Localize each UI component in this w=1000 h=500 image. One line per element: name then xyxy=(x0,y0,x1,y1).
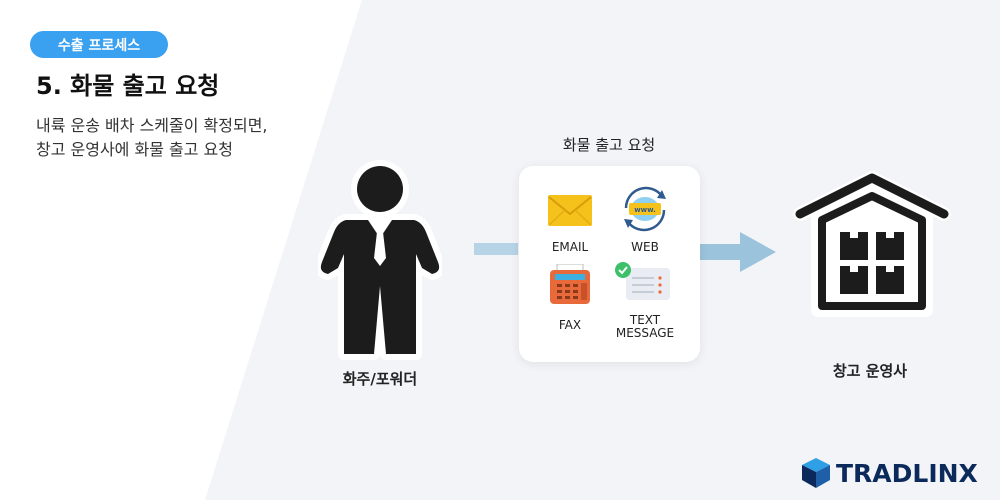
channel-web: www. WEB xyxy=(610,186,680,254)
channel-email: EMAIL xyxy=(535,192,605,254)
channel-label: FAX xyxy=(558,318,582,332)
request-channels-card: EMAIL www. WEB FAX xyxy=(519,166,700,362)
page-title: 5. 화물 출고 요청 xyxy=(36,72,220,100)
envelope-icon xyxy=(548,195,592,226)
channel-label: EMAIL xyxy=(551,240,589,254)
arrow-right-icon xyxy=(700,232,776,272)
channel-label: TEXT MESSAGE xyxy=(610,314,680,340)
description-line: 내륙 운송 배차 스케줄이 확정되면, xyxy=(36,116,268,135)
logo-cube-icon xyxy=(802,458,830,488)
svg-text:www.: www. xyxy=(634,206,656,214)
channel-label-line: TEXT xyxy=(629,313,661,327)
sender-label: 화주/포워더 xyxy=(342,370,418,388)
text-message-icon xyxy=(615,262,670,300)
arrow-line-left xyxy=(474,243,518,255)
fax-machine-icon xyxy=(550,263,590,304)
description: 내륙 운송 배차 스케줄이 확정되면, 창고 운영사에 화물 출고 요청 xyxy=(36,114,268,162)
channel-label: WEB xyxy=(631,240,659,254)
receiver-label: 창고 운영사 xyxy=(832,362,908,380)
section-badge: 수출 프로세스 xyxy=(30,31,168,58)
description-line: 창고 운영사에 화물 출고 요청 xyxy=(36,140,233,159)
channel-label-line: MESSAGE xyxy=(615,326,675,340)
businessman-icon xyxy=(318,160,442,360)
channel-fax: FAX xyxy=(535,263,605,332)
brand-logo: TRADLINX xyxy=(802,458,978,488)
globe-www-icon: www. xyxy=(624,186,666,232)
logo-text: TRADLINX xyxy=(836,458,978,488)
channel-text-message: TEXT MESSAGE xyxy=(610,262,680,340)
request-title: 화물 출고 요청 xyxy=(562,136,656,154)
warehouse-icon xyxy=(793,171,951,317)
